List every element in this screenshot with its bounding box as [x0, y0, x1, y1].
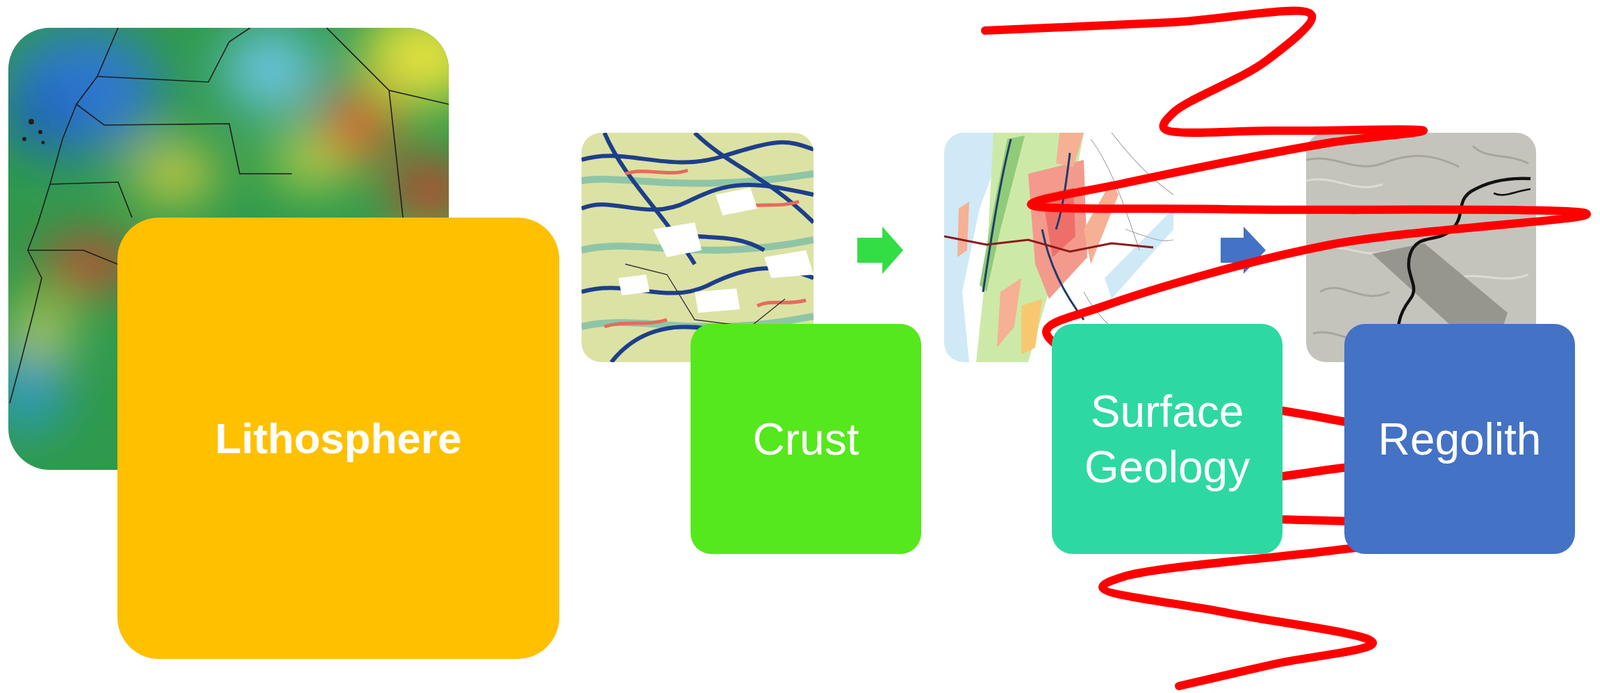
geology-unit — [1056, 132, 1084, 167]
country-borders-part — [76, 104, 292, 174]
data-gaps — [618, 187, 814, 313]
box-label: Lithosphere — [215, 411, 463, 466]
relief-highlights-part — [1306, 179, 1383, 187]
heatmap-patches-part — [361, 27, 449, 105]
heatmap-patches-part — [13, 298, 70, 355]
geology-unit — [979, 135, 1025, 292]
relief-texture-part — [1320, 287, 1390, 296]
islands — [22, 118, 46, 145]
heatmap-patches-part — [8, 27, 160, 153]
heatmap-patches-part — [8, 83, 77, 153]
relief-texture-part — [1472, 145, 1529, 164]
lithosphere-box: Lithosphere — [117, 217, 560, 659]
data-gaps-part — [618, 274, 650, 296]
section-line — [944, 236, 1154, 252]
islands-part — [38, 129, 43, 135]
geology-unit — [996, 277, 1022, 348]
country-borders-part — [326, 27, 449, 105]
faults — [983, 138, 1084, 320]
relief-highlights-part — [1458, 274, 1529, 279]
box-label: Surface Geology — [1068, 383, 1266, 495]
box-label: Regolith — [1378, 411, 1542, 467]
flow-arrow — [857, 226, 904, 274]
tributary — [1493, 188, 1531, 195]
country-borders-part — [9, 27, 119, 403]
islands-part — [41, 141, 46, 145]
magnetic-bands-part — [581, 173, 814, 184]
geology-unit — [1021, 298, 1043, 355]
country-borders-part — [27, 250, 118, 265]
magnetic-bands — [581, 173, 814, 327]
outlines-part — [1125, 229, 1174, 241]
geology-unit — [957, 201, 970, 258]
magnetic-highs-part — [625, 170, 688, 174]
magnetic-highs — [604, 170, 806, 327]
box-label: Crust — [753, 411, 860, 467]
surface-geology-box: Surface Geology — [1051, 323, 1283, 554]
islands-part — [22, 136, 27, 142]
country-borders-part — [50, 182, 133, 218]
heatmap-patches-part — [319, 90, 397, 160]
heatmap-patches-part — [8, 347, 63, 431]
regolith-box: Regolith — [1344, 323, 1575, 554]
outlines-part — [1090, 138, 1140, 251]
data-gaps-part — [715, 187, 758, 216]
country-borders-part — [97, 27, 251, 82]
faults-part — [1042, 229, 1084, 320]
crust-box: Crust — [690, 323, 922, 554]
magnetic-lineaments-part — [694, 132, 814, 223]
heatmap-patches-part — [392, 159, 449, 223]
magnetic-lineaments-part — [581, 184, 814, 210]
faults-part — [983, 138, 1011, 292]
data-gaps-part — [764, 250, 814, 278]
country-borders-part — [389, 90, 403, 218]
data-gaps-part — [694, 288, 740, 313]
heatmap-patches-part — [222, 27, 320, 112]
data-gaps-part — [653, 222, 702, 258]
relief-texture-part — [1306, 155, 1459, 167]
magnetic-highs-part — [604, 319, 667, 327]
red-scribble — [985, 11, 1587, 686]
islands-part — [28, 118, 35, 125]
heatmap-patches-part — [132, 145, 216, 202]
country-border — [625, 264, 786, 327]
valley-band — [1372, 243, 1508, 334]
